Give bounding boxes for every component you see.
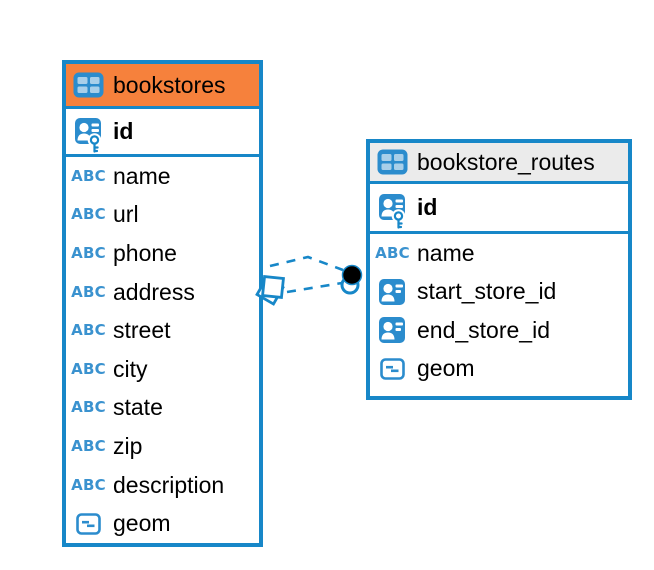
text-type-glyph: ABC (71, 321, 106, 340)
column-name: geom (417, 355, 475, 382)
text-type-glyph: ABC (71, 359, 106, 378)
column-row-address[interactable]: ABC address (66, 273, 259, 312)
relationship-target-marker (340, 264, 363, 295)
text-type-glyph: ABC (71, 398, 106, 417)
column-row-id[interactable]: id (66, 109, 259, 154)
column-name: geom (113, 510, 171, 537)
column-name: name (417, 239, 475, 266)
column-row-geom[interactable]: geom (370, 350, 628, 389)
entity-title: bookstores (113, 71, 226, 98)
column-row-url[interactable]: ABC url (66, 196, 259, 235)
entity-title: bookstore_routes (417, 148, 595, 175)
text-icon: ABC (71, 282, 106, 301)
column-name: phone (113, 239, 177, 266)
entity-header[interactable]: bookstores (66, 64, 259, 106)
text-type-glyph: ABC (71, 436, 106, 455)
column-name: city (113, 355, 148, 382)
column-name: address (113, 278, 195, 305)
key-divider (370, 231, 628, 234)
text-type-glyph: ABC (71, 475, 106, 494)
column-row-zip[interactable]: ABC zip (66, 427, 259, 466)
geometry-icon (377, 357, 408, 380)
column-row-start_store_id[interactable]: start_store_id (370, 273, 628, 312)
table-icon (73, 72, 104, 98)
column-name: end_store_id (417, 316, 550, 343)
text-icon: ABC (71, 205, 106, 224)
text-type-glyph: ABC (71, 282, 106, 301)
column-name: id (417, 194, 438, 220)
column-row-state[interactable]: ABC state (66, 389, 259, 428)
relationship-line[interactable] (269, 255, 344, 272)
header-divider (66, 106, 259, 109)
relationship-line[interactable] (286, 281, 343, 294)
text-icon: ABC (375, 243, 410, 262)
column-row-city[interactable]: ABC city (66, 350, 259, 389)
column-name: zip (113, 432, 143, 459)
column-row-phone[interactable]: ABC phone (66, 234, 259, 273)
column-row-name[interactable]: ABC name (370, 234, 628, 273)
text-icon: ABC (71, 166, 106, 185)
relationship-source-marker (255, 275, 285, 306)
column-row-description[interactable]: ABC description (66, 466, 259, 505)
text-icon: ABC (71, 243, 106, 262)
text-type-glyph: ABC (71, 166, 106, 185)
text-icon: ABC (71, 436, 106, 455)
column-name: id (113, 118, 134, 144)
primary-key-icon (377, 186, 408, 230)
primary-key-icon (73, 110, 104, 154)
text-type-glyph: ABC (71, 205, 106, 224)
text-icon: ABC (71, 398, 106, 417)
column-name: description (113, 471, 225, 498)
text-type-glyph: ABC (71, 243, 106, 262)
column-row-name[interactable]: ABC name (66, 157, 259, 196)
column-row-street[interactable]: ABC street (66, 311, 259, 350)
geometry-icon (73, 512, 104, 535)
column-row-id[interactable]: id (370, 184, 628, 231)
column-row-end_store_id[interactable]: end_store_id (370, 311, 628, 350)
foreign-key-icon (377, 317, 408, 344)
text-icon: ABC (71, 359, 106, 378)
header-divider (370, 181, 628, 184)
text-type-glyph: ABC (375, 243, 410, 262)
foreign-key-icon (377, 278, 408, 305)
text-icon: ABC (71, 321, 106, 340)
column-name: state (113, 394, 163, 421)
column-name: street (113, 317, 171, 344)
column-name: url (113, 201, 139, 228)
column-row-geom[interactable]: geom (66, 504, 259, 543)
column-name: start_store_id (417, 278, 557, 305)
key-divider (66, 154, 259, 157)
text-icon: ABC (71, 475, 106, 494)
column-name: name (113, 162, 171, 189)
table-icon (377, 149, 408, 175)
entity-header[interactable]: bookstore_routes (370, 143, 628, 181)
